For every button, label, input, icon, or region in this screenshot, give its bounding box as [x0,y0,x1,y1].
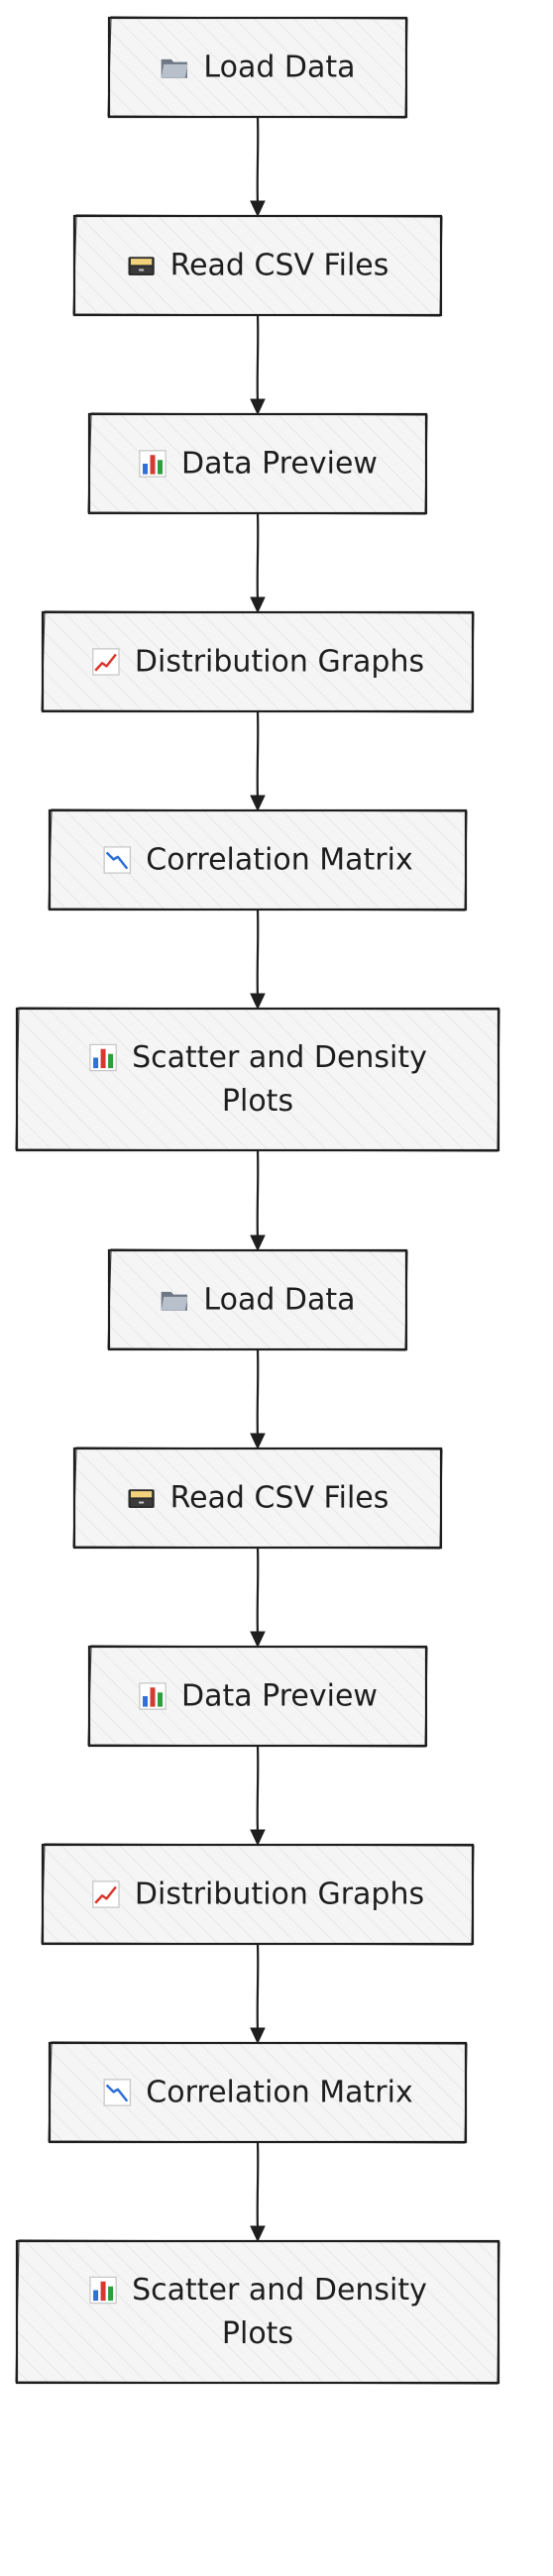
node-label: Distribution Graphs [135,645,424,680]
chart-up-icon [91,647,121,677]
node-box-sketch [15,1007,500,1152]
node-n8: Read CSV Files [72,1447,443,1550]
node-label: Load Data [203,1283,355,1318]
node-box [107,1248,408,1351]
node-label: Scatter and Density [132,1040,427,1075]
bar-chart-icon [89,2276,117,2305]
node-box-sketch [87,412,428,515]
edge-n10-n11 [250,1943,266,2045]
node-label: Load Data [203,51,355,85]
edge-line [256,116,260,205]
edge-line [256,1745,260,1834]
node-box [15,2239,500,2385]
node-box-sketch [72,214,443,317]
edge-line [256,314,260,403]
node-label: Data Preview [181,447,378,482]
node-box-sketch [48,2041,468,2144]
node-label: Distribution Graphs [135,1878,424,1912]
arrowhead-icon [250,1234,266,1252]
node-label: Correlation Matrix [146,843,412,878]
node-box-sketch [15,2239,500,2385]
bar-chart-icon [89,1043,117,1072]
edge-n1-n2 [250,116,266,218]
arrowhead-icon [250,993,266,1011]
edge-line [256,2141,260,2230]
node-box-sketch [72,1447,443,1550]
edge-line [256,512,260,601]
node-box-sketch [107,1248,408,1351]
arrowhead-icon [250,596,266,614]
chart-up-icon [91,1879,121,1909]
node-n3: Data Preview [87,412,428,515]
node-n4: Distribution Graphs [41,610,475,713]
arrowhead-icon [250,200,266,218]
arrowhead-icon [250,2027,266,2045]
arrowhead-icon [250,1631,266,1649]
folder-icon [161,1291,188,1311]
node-label: Plots [222,1084,293,1119]
node-n1: Load Data [107,16,408,119]
edge-n8-n9 [250,1547,266,1649]
edge-n3-n4 [250,512,266,614]
node-n11: Correlation Matrix [48,2041,468,2144]
node-n7: Load Data [107,1248,408,1351]
arrowhead-icon [250,398,266,416]
node-box-sketch [48,808,468,912]
chart-down-icon [102,2078,132,2107]
node-box-sketch [41,1843,475,1946]
file-cabinet-icon [128,1489,155,1508]
node-label: Scatter and Density [132,2273,427,2308]
node-label: Plots [222,2316,293,2351]
file-cabinet-icon [128,257,155,275]
arrowhead-icon [250,2225,266,2243]
folder-icon [161,58,188,78]
node-label: Read CSV Files [170,1481,389,1516]
arrowhead-icon [250,795,266,812]
edge-n5-n6 [250,909,266,1011]
bar-chart-icon [139,450,166,478]
node-n5: Correlation Matrix [48,808,468,912]
edge-line [256,909,260,998]
node-box [15,1007,500,1152]
node-box-sketch [87,1645,428,1748]
edge-n2-n3 [250,314,266,416]
node-box [107,16,408,119]
bar-chart-icon [139,1682,166,1710]
edge-line [256,1149,260,1239]
node-label: Read CSV Files [170,249,389,283]
arrowhead-icon [250,1829,266,1847]
node-label: Data Preview [181,1679,378,1714]
node-n10: Distribution Graphs [41,1843,475,1946]
node-n9: Data Preview [87,1645,428,1748]
edge-n11-n12 [250,2141,266,2243]
chart-down-icon [102,845,132,875]
edge-n9-n10 [250,1745,266,1847]
node-box-sketch [41,610,475,713]
edge-line [256,1943,260,2032]
edge-n7-n8 [250,1348,266,1450]
edge-line [256,710,260,800]
node-box-sketch [107,16,408,119]
node-n2: Read CSV Files [72,214,443,317]
arrowhead-icon [250,1433,266,1450]
edge-n6-n7 [250,1149,266,1252]
edge-line [256,1348,260,1438]
edge-n4-n5 [250,710,266,812]
node-label: Correlation Matrix [146,2076,412,2110]
edge-line [256,1547,260,1636]
